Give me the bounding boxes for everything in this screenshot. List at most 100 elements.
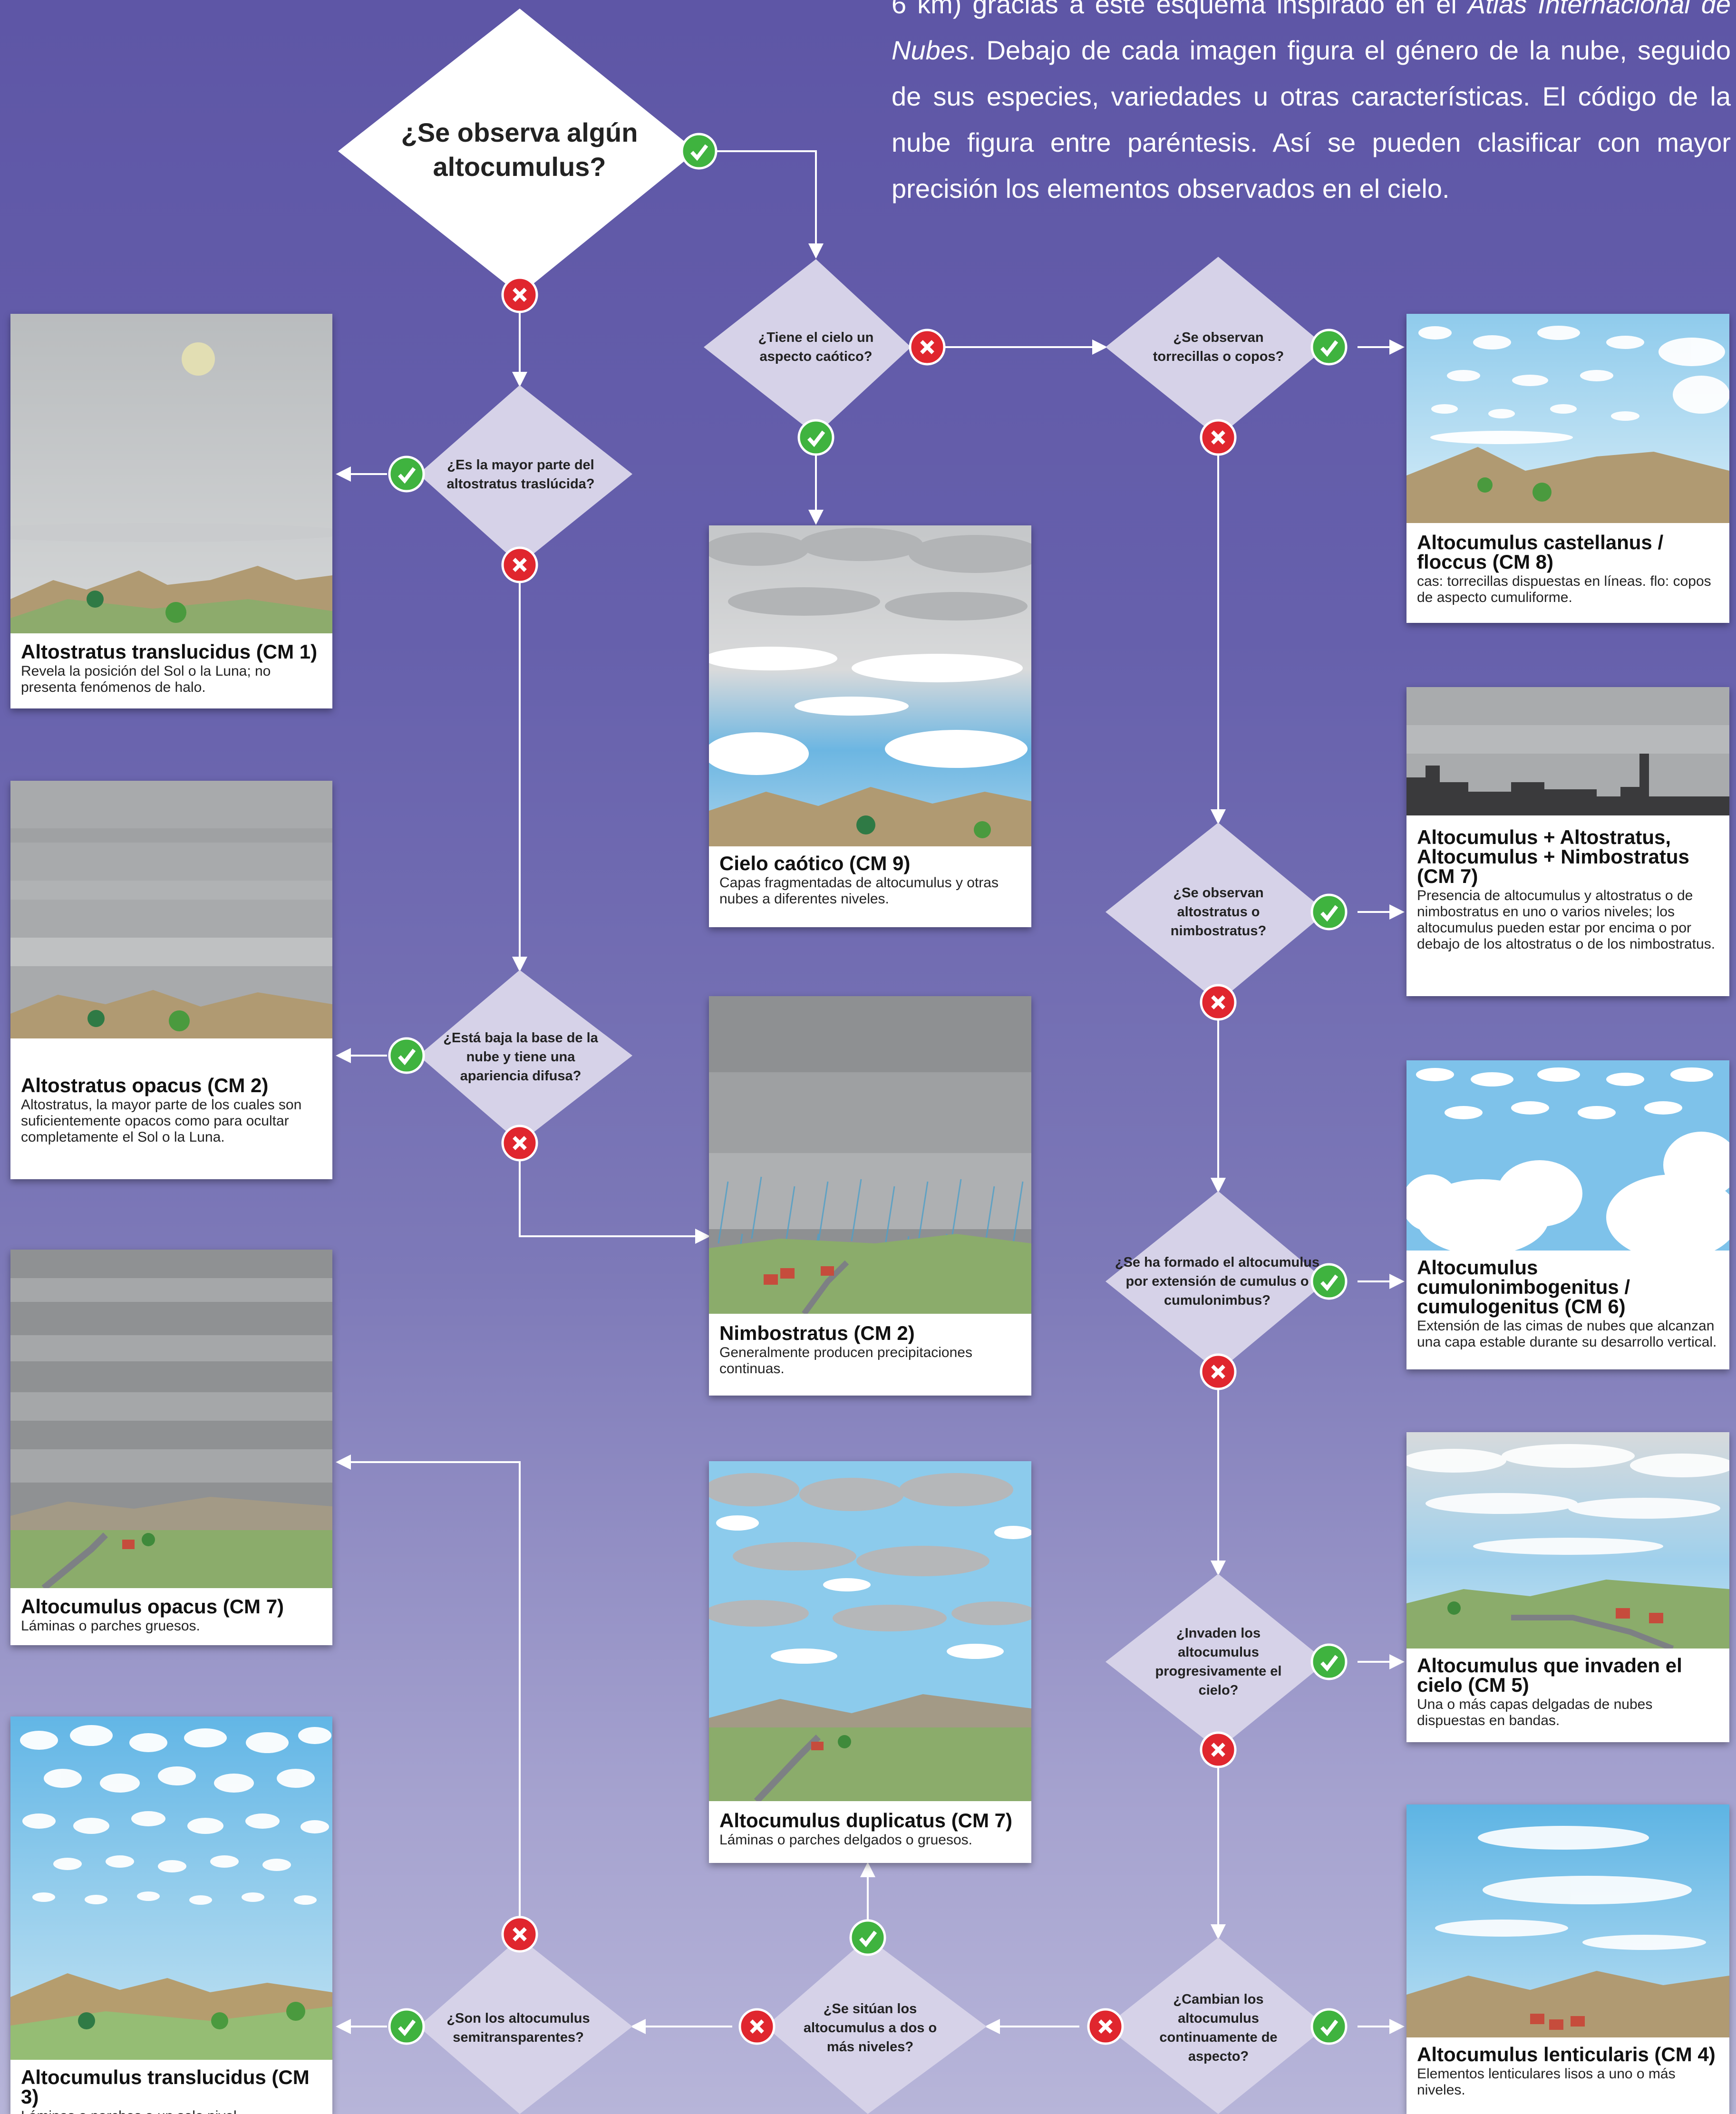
decision-diamonds: [338, 9, 1327, 2114]
cloud-image: [1406, 314, 1729, 523]
no-badges: [501, 276, 1237, 2045]
card-altostratus-translucidus: Altostratus translucidus (CM 1) Revela l…: [10, 314, 332, 708]
card-altocumulus-invaden: Altocumulus que invaden el cielo (CM 5) …: [1406, 1432, 1729, 1742]
card-title: Altocumulus castellanus / floccus (CM 8): [1417, 531, 1664, 573]
card-title: Cielo caótico (CM 9): [719, 852, 911, 874]
check-icon: [1310, 1643, 1348, 1680]
cross-icon: [1200, 1731, 1237, 1768]
cloud-image: [1406, 1804, 1729, 2037]
check-icon: [388, 1037, 425, 1074]
check-icon: [1310, 1263, 1348, 1300]
cloud-image: [709, 996, 1031, 1314]
card-altocumulus-altostratus: Altocumulus + Altostratus, Altocumulus +…: [1406, 687, 1729, 996]
intro-text: 6 km) gracias a este esquema inspirado e…: [892, 0, 1468, 19]
check-icon: [797, 419, 834, 456]
question-semitransparent: ¿Son los altocumulus semitransparentes?: [446, 2011, 590, 2045]
card-description: cas: torrecillas dispuestas en líneas. f…: [1417, 573, 1711, 605]
check-icon: [849, 1919, 886, 1956]
intro-paragraph: 6 km) gracias a este esquema inspirado e…: [892, 0, 1731, 212]
check-icon: [1310, 2008, 1348, 2045]
cross-icon: [501, 276, 538, 313]
card-description: Altostratus, la mayor parte de los cuale…: [21, 1097, 302, 1145]
card-description: Presencia de altocumulus y altostratus o…: [1417, 888, 1716, 952]
card-title: Altocumulus opacus (CM 7): [21, 1595, 284, 1618]
card-title: Altocumulus translucidus (CM 3): [21, 2066, 310, 2108]
house-icon: [1530, 2014, 1544, 2024]
cross-icon: [501, 546, 538, 583]
house-icon: [780, 1268, 795, 1279]
cross-icon: [501, 1916, 538, 1953]
card-altocumulus-opacus: Altocumulus opacus (CM 7) Láminas o parc…: [10, 1250, 332, 1645]
connector-start-to-chaotic: [697, 150, 824, 259]
question-translucent: ¿Es la mayor parte del altostratus trasl…: [446, 457, 595, 492]
check-icon: [680, 133, 718, 170]
check-icon: [388, 456, 425, 493]
card-description: Extensión de las cimas de nubes que alca…: [1417, 1318, 1717, 1350]
card-altocumulus-duplicatus: Altocumulus duplicatus (CM 7) Láminas o …: [709, 1461, 1031, 1863]
card-title: Altocumulus que invaden el cielo (CM 5): [1417, 1654, 1682, 1696]
cross-icon: [1200, 984, 1237, 1021]
diamond-towers: [1106, 257, 1327, 437]
card-title: Altostratus translucidus (CM 1): [21, 640, 318, 663]
connector-lowbase-to-nimbostratus: [519, 1143, 710, 1244]
card-description: Elementos lenticulares lisos a uno o más…: [1417, 2066, 1676, 2098]
house-icon: [821, 1266, 834, 1276]
house-icon: [811, 1742, 824, 1750]
cloud-image: [10, 781, 332, 1038]
house-icon: [1571, 2016, 1585, 2027]
cloud-image: [1406, 1432, 1729, 1649]
cross-icon: [909, 329, 946, 366]
cross-icon: [501, 1125, 538, 1162]
cloud-image: [10, 314, 332, 633]
card-description: Revela la posición del Sol o la Luna; no…: [21, 663, 271, 695]
check-icon: [1310, 893, 1348, 931]
cloud-image: [709, 525, 1031, 846]
diamond-invade: [1106, 1574, 1327, 1750]
diamond-chaotic: [704, 259, 911, 435]
diamond-start: [338, 9, 697, 295]
diamond-levels: [766, 1938, 987, 2114]
card-description: Capas fragmentadas de altocumulus y otra…: [719, 875, 999, 907]
card-title: Altocumulus lenticularis (CM 4): [1417, 2043, 1716, 2066]
house-icon: [1549, 2019, 1563, 2030]
cloud-image: [10, 1250, 332, 1588]
card-title: Altostratus opacus (CM 2): [21, 1074, 269, 1096]
cross-icon: [1087, 2008, 1124, 2045]
house-icon: [122, 1540, 135, 1549]
intro-italic: Atlas Internacional de: [1467, 0, 1731, 19]
diamond-translucent: [418, 385, 632, 565]
city-skyline-icon: [1406, 754, 1729, 815]
card-nimbostratus: Nimbostratus (CM 2) Generalmente produce…: [709, 996, 1031, 1396]
check-icon: [1310, 329, 1348, 366]
house-icon: [1616, 1608, 1630, 1619]
card-altocumulus-castellanus: Altocumulus castellanus / floccus (CM 8)…: [1406, 314, 1729, 623]
cloud-image: [1406, 687, 1729, 815]
cross-icon: [1200, 1353, 1237, 1390]
card-description: Una o más capas delgadas de nubes dispue…: [1417, 1697, 1653, 1728]
question-as-ns: ¿Se observan altostratus o nimbostratus?: [1170, 885, 1267, 939]
diamond-semi: [418, 1938, 632, 2114]
question-low-base: ¿Está baja la base de la nube y tiene un…: [443, 1030, 598, 1084]
connector-semi-to-acopacus: [336, 1455, 521, 1938]
house-icon: [1649, 1613, 1663, 1623]
intro-text: . Debajo de cada imagen figura el género…: [892, 35, 1731, 204]
card-cielo-caotico: Cielo caótico (CM 9) Capas fragmentadas …: [709, 525, 1031, 927]
cloud-image: [709, 1461, 1031, 1801]
card-title: Altocumulus duplicatus (CM 7): [719, 1809, 1013, 1832]
card-altocumulus-translucidus: Altocumulus translucidus (CM 3) Láminas …: [10, 1716, 332, 2114]
cross-icon: [1200, 419, 1237, 456]
card-title: Nimbostratus (CM 2): [719, 1322, 915, 1344]
diamond-change: [1106, 1938, 1327, 2114]
cloud-image: [1406, 1060, 1729, 1251]
card-altocumulus-cumulonimbogenitus: Altocumulus cumulonimbogenitus / cumulog…: [1406, 1060, 1729, 1369]
card-title: Altocumulus + Altostratus, Altocumulus +…: [1417, 826, 1689, 887]
diamond-lowbase: [418, 970, 632, 1143]
card-description: Láminas o parches delgados o gruesos.: [719, 1832, 973, 1848]
card-title: Altocumulus cumulonimbogenitus / cumulog…: [1417, 1256, 1630, 1318]
question-start: ¿Se observa algún altocumulus?: [401, 117, 638, 182]
card-altocumulus-lenticularis: Altocumulus lenticularis (CM 4) Elemento…: [1406, 1804, 1729, 2114]
card-description: Láminas o parches gruesos.: [21, 1618, 200, 1634]
diamond-asns: [1106, 823, 1327, 1002]
question-levels: ¿Se sitúan los altocumulus a dos o más n…: [803, 2001, 937, 2055]
